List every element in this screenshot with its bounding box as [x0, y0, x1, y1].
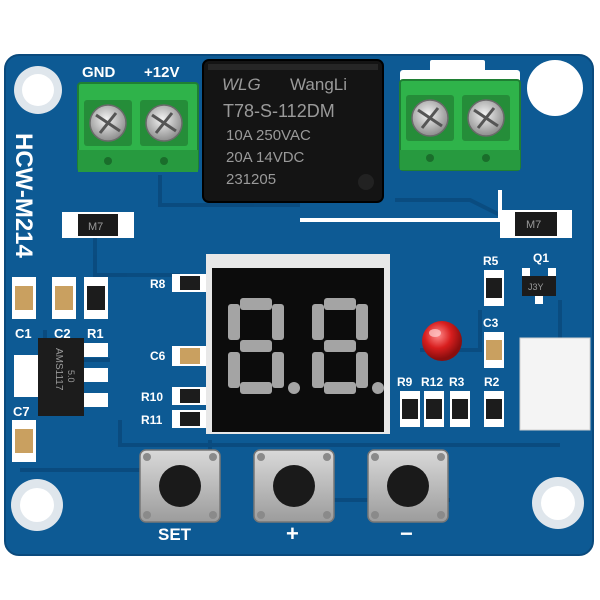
relay-brand: WangLi: [290, 75, 347, 94]
mounting-hole-icon: [527, 60, 583, 116]
relay-brand-logo: WLG: [222, 75, 261, 94]
capacitor-c1: [12, 277, 36, 319]
voltage-regulator: AMS1117 5.0: [14, 338, 108, 416]
gnd-label: GND: [82, 64, 116, 81]
plus-button[interactable]: [253, 449, 335, 523]
digit-2-segment-b: [356, 304, 368, 340]
diode-right: M7: [500, 210, 572, 238]
digit-1-segment-d: [240, 382, 272, 394]
plus-button-label: +: [286, 521, 299, 546]
relay-date-code: 231205: [226, 171, 276, 188]
digit-2-segment-f: [312, 304, 324, 340]
resistor-r3: [450, 391, 470, 427]
label-r8: R8: [150, 277, 166, 291]
screw-icon[interactable]: [89, 104, 127, 142]
digit-1-decimal-point: [288, 382, 300, 394]
label-r11: R11: [141, 413, 163, 427]
digit-1-segment-g: [240, 340, 272, 352]
board-model-label: HCW-M214: [10, 133, 37, 259]
resistor-r1: [84, 277, 108, 319]
relay-rating-dc: 20A 14VDC: [226, 149, 305, 166]
transistor-q1: J3Y: [522, 268, 556, 304]
label-r10: R10: [141, 390, 163, 404]
mounting-hole-icon: [14, 66, 62, 114]
screw-icon[interactable]: [467, 99, 505, 137]
capacitor-c2: [52, 277, 76, 319]
resistor-r9: [400, 391, 420, 427]
diode-right-marking: M7: [526, 219, 541, 231]
resistor-r5: [484, 270, 504, 306]
digit-2-segment-g: [324, 340, 356, 352]
label-c6: C6: [150, 349, 166, 363]
label-r9: R9: [397, 375, 413, 389]
digit-2-segment-e: [312, 352, 324, 388]
relay-model: T78-S-112DM: [223, 101, 335, 121]
sensor-connector: [519, 337, 591, 431]
minus-button[interactable]: [367, 449, 449, 523]
relay: WLG WangLi T78-S-112DM 10A 250VAC 20A 14…: [202, 59, 384, 203]
label-c2: C2: [54, 326, 71, 341]
minus-button-label: −: [400, 521, 413, 546]
power-terminal-block[interactable]: [77, 82, 199, 172]
digit-1-segment-b: [272, 304, 284, 340]
resistor-r12: [424, 391, 444, 427]
digit-1-segment-e: [228, 352, 240, 388]
label-c7: C7: [13, 404, 30, 419]
vplus-label: +12V: [144, 64, 179, 81]
set-button[interactable]: [139, 449, 221, 523]
capacitor-c3: [484, 332, 504, 368]
label-r12: R12: [421, 375, 443, 389]
label-c3: C3: [483, 316, 499, 330]
label-r1: R1: [87, 326, 104, 341]
mounting-hole-icon: [11, 479, 63, 531]
set-button-label: SET: [158, 525, 192, 544]
label-r3: R3: [449, 375, 465, 389]
resistor-r8: [172, 274, 208, 292]
resistor-r2: [484, 391, 504, 427]
digit-1-segment-f: [228, 304, 240, 340]
screw-icon[interactable]: [411, 99, 449, 137]
regulator-marking: AMS1117: [53, 348, 64, 391]
capacitor-c6: [172, 346, 208, 366]
label-c1: C1: [15, 326, 32, 341]
capacitor-c7: [12, 420, 36, 462]
resistor-r11: [172, 410, 208, 428]
diode-left: M7: [62, 212, 134, 238]
mounting-hole-icon: [532, 477, 584, 529]
label-q1: Q1: [533, 251, 549, 265]
digit-2-segment-d: [324, 382, 356, 394]
q1-marking: J3Y: [528, 282, 544, 292]
label-r5: R5: [483, 254, 499, 268]
led-icon: [422, 321, 462, 361]
digit-2-decimal-point: [372, 382, 384, 394]
screw-icon[interactable]: [145, 104, 183, 142]
regulator-sub-marking: 5.0: [66, 370, 76, 383]
relay-output-terminal[interactable]: [399, 60, 521, 171]
diode-left-marking: M7: [88, 221, 103, 233]
digit-2-segment-a: [324, 298, 356, 310]
digit-1-segment-c: [272, 352, 284, 388]
digit-2-segment-c: [356, 352, 368, 388]
resistor-r10: [172, 387, 208, 405]
seven-segment-display: [206, 254, 390, 434]
label-r2: R2: [484, 375, 500, 389]
relay-rating-ac: 10A 250VAC: [226, 127, 311, 144]
digit-1-segment-a: [240, 298, 272, 310]
display-digits: [228, 298, 384, 394]
